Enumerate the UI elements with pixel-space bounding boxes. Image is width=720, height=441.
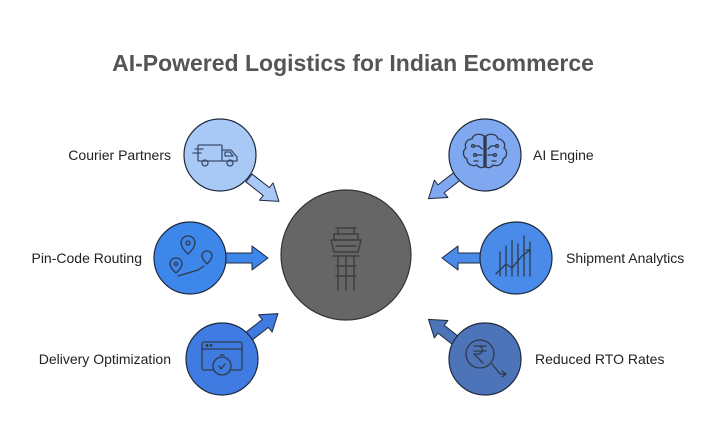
- node-circle: [153, 221, 227, 295]
- node-circle: [183, 118, 257, 192]
- timer-window-icon: [201, 341, 243, 376]
- rupee-down-icon: [465, 339, 507, 378]
- node-delivery-optimization: Delivery Optimization: [39, 322, 259, 396]
- arrow-shipment-analytics: [441, 245, 483, 271]
- node-reduced-rto-rates: Reduced RTO Rates: [448, 322, 664, 396]
- diagram-title: AI-Powered Logistics for Indian Ecommerc…: [112, 50, 594, 76]
- hub: [280, 189, 412, 321]
- node-ai-engine: AI Engine: [448, 118, 594, 192]
- truck-icon: [192, 144, 238, 167]
- map-pins-icon: [169, 235, 213, 277]
- node-label: Shipment Analytics: [566, 250, 684, 266]
- node-label: Courier Partners: [68, 147, 171, 163]
- node-label: Reduced RTO Rates: [535, 351, 664, 367]
- node-courier-partners: Courier Partners: [68, 118, 257, 192]
- node-label: Pin-Code Routing: [31, 250, 142, 266]
- node-label: AI Engine: [533, 147, 594, 163]
- node-circle: [479, 221, 553, 295]
- arrow-courier-partners: [245, 173, 280, 202]
- hub-circle: [280, 189, 412, 321]
- arrow-delivery-optimization: [244, 313, 279, 342]
- node-pin-code-routing: Pin-Code Routing: [31, 221, 227, 295]
- node-circle: [448, 322, 522, 396]
- trend-chart-icon: [495, 235, 531, 277]
- node-label: Delivery Optimization: [39, 351, 171, 367]
- node-shipment-analytics: Shipment Analytics: [479, 221, 684, 295]
- brain-circuit-icon: [462, 133, 508, 169]
- control-tower-icon: [330, 227, 362, 291]
- arrow-pin-code-routing: [225, 245, 269, 271]
